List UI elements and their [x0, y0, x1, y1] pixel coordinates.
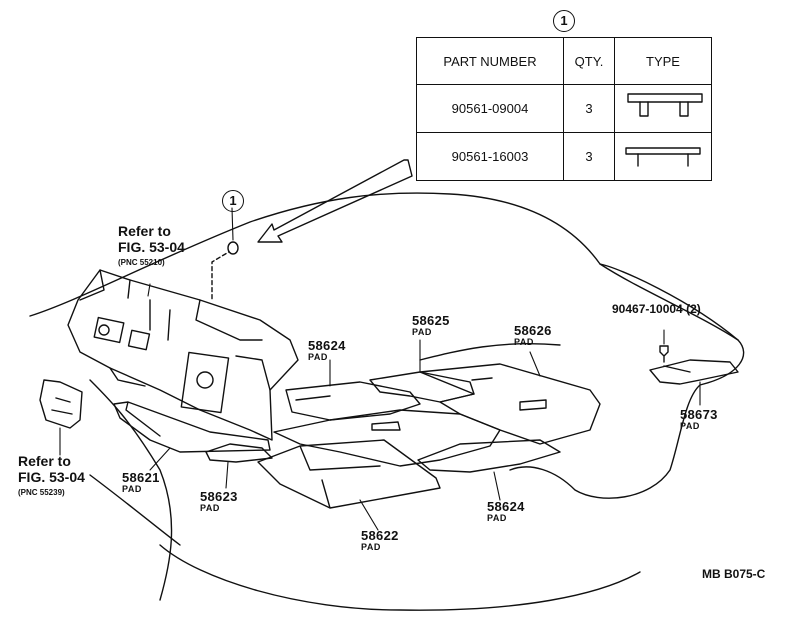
part-desc: PAD	[680, 421, 700, 431]
header-type: TYPE	[614, 37, 712, 85]
pad-58624-rear-shape	[417, 439, 561, 473]
qty-cell: 3	[563, 84, 615, 133]
type-cell	[614, 132, 712, 181]
pad-58622-shape	[257, 439, 441, 509]
fastener-qty: (2)	[686, 302, 701, 316]
part-label-58625: 58625 PAD	[412, 313, 450, 337]
part-label-58673: 58673 PAD	[680, 407, 718, 431]
type-cell	[614, 84, 712, 133]
part-desc: PAD	[308, 352, 328, 362]
car-body-outline	[29, 192, 745, 499]
part-label-58623: 58623 PAD	[200, 489, 238, 513]
ref-note-left: Refer to FIG. 53-04 (PNC 55239)	[18, 453, 85, 501]
part-number: 58673	[680, 407, 718, 422]
part-desc: PAD	[122, 484, 142, 494]
dash-silencer	[67, 269, 299, 441]
part-label-58621: 58621 PAD	[122, 470, 160, 494]
clip-icon	[227, 241, 239, 255]
parts-table: PART NUMBER QTY. TYPE 90561-09004 3 9056…	[416, 37, 712, 181]
ref-left-pnc: (PNC 55239)	[18, 488, 65, 497]
pad-58623-shape	[205, 443, 273, 463]
side-silencer	[39, 379, 83, 429]
part-desc: PAD	[412, 327, 432, 337]
part-label-58624-rear: 58624 PAD	[487, 499, 525, 523]
part-number-cell: 90561-09004	[416, 84, 564, 133]
ref-left-line1: Refer to	[18, 453, 71, 469]
fastener-label: 90467-10004 (2)	[612, 302, 701, 316]
parts-table-header: PART NUMBER QTY. TYPE	[416, 37, 712, 85]
pad-58624-front-shape	[285, 381, 421, 421]
pad-58626-shape	[419, 363, 601, 445]
part-number: 58621	[122, 470, 160, 485]
ref-top-line1: Refer to	[118, 223, 171, 239]
part-number: 58624	[487, 499, 525, 514]
ref-left-line2: FIG. 53-04	[18, 469, 85, 485]
ref-top-line2: FIG. 53-04	[118, 239, 185, 255]
ref-note-top: Refer to FIG. 53-04 (PNC 55210)	[118, 223, 185, 271]
table-row: 90561-09004 3	[416, 84, 712, 133]
part-number: 58626	[514, 323, 552, 338]
drawing-code: MB B075-C	[702, 567, 766, 581]
part-desc: PAD	[487, 513, 507, 523]
part-desc: PAD	[514, 337, 534, 347]
header-qty: QTY.	[563, 37, 615, 85]
part-number: 58624	[308, 338, 346, 353]
part-desc: PAD	[200, 503, 220, 513]
part-number: 58622	[361, 528, 399, 543]
part-desc: PAD	[361, 542, 381, 552]
pointer-arrow	[257, 159, 413, 243]
leader-lines	[59, 207, 701, 531]
pad-58673-shape	[649, 359, 739, 385]
part-label-58622: 58622 PAD	[361, 528, 399, 552]
table-row: 90561-16003 3	[416, 132, 712, 181]
part-label-58624-front: 58624 PAD	[308, 338, 346, 362]
ref-top-pnc: (PNC 55210)	[118, 258, 165, 267]
part-number-cell: 90561-16003	[416, 132, 564, 181]
header-part-number: PART NUMBER	[416, 37, 564, 85]
fastener-icon	[659, 345, 669, 363]
clip-marker: 1	[222, 190, 244, 212]
qty-cell: 3	[563, 132, 615, 181]
part-number: 58625	[412, 313, 450, 328]
part-label-58626: 58626 PAD	[514, 323, 552, 347]
table-marker: 1	[553, 10, 575, 32]
tunnel-pad-shape	[273, 409, 501, 467]
pad-58621-shape	[113, 401, 271, 453]
part-number: 58623	[200, 489, 238, 504]
fastener-number: 90467-10004	[612, 302, 683, 316]
